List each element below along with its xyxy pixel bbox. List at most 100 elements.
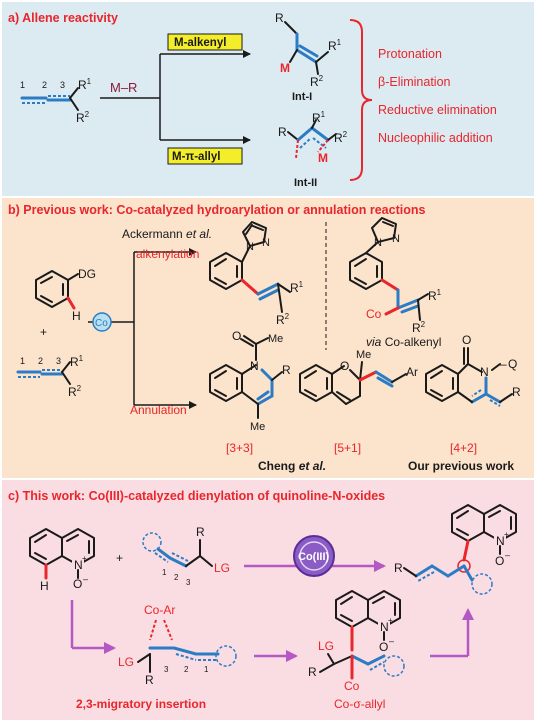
svg-text:N: N bbox=[262, 237, 270, 249]
svg-text:3: 3 bbox=[56, 356, 61, 366]
svg-text:LG: LG bbox=[318, 639, 334, 653]
svg-text:R: R bbox=[394, 561, 403, 575]
svg-text:Q: Q bbox=[508, 357, 517, 371]
svg-text:N: N bbox=[380, 620, 389, 634]
path-top-label: M-alkenyl bbox=[174, 37, 226, 49]
svg-text:O: O bbox=[340, 359, 349, 373]
svg-text:M: M bbox=[280, 61, 290, 75]
svg-text:–: – bbox=[389, 636, 394, 646]
svg-text:3: 3 bbox=[186, 578, 191, 587]
svg-text:R: R bbox=[275, 11, 284, 25]
svg-text:R: R bbox=[308, 665, 317, 679]
int1-label: Int-I bbox=[292, 91, 312, 103]
svg-text:1: 1 bbox=[162, 568, 167, 577]
outcome-brace bbox=[349, 19, 373, 181]
co-catalyst-label: Co bbox=[95, 318, 108, 329]
allene-substrate-c: R LG 1 2 3 bbox=[142, 525, 230, 587]
svg-text:2: 2 bbox=[174, 573, 179, 582]
our-previous-caption: Our previous work bbox=[408, 459, 514, 473]
outcome-nucleophilic-addition: Nucleophilic addition bbox=[378, 131, 493, 145]
allene-structure: 1 2 3 R1 R2 bbox=[20, 77, 92, 125]
co-sigma-allyl-caption: Co-σ-allyl bbox=[334, 697, 385, 711]
co3-catalyst-label: Co(III) bbox=[298, 551, 329, 563]
svg-text:N: N bbox=[392, 233, 400, 245]
outcome-protonation: Protonation bbox=[378, 47, 442, 61]
co-alkenyl-caption: via Co-alkenyl bbox=[366, 335, 441, 349]
svg-text:R: R bbox=[512, 385, 521, 399]
int1-structure: R M R1 R2 Int-I bbox=[275, 11, 342, 103]
dg-arene: DG H bbox=[35, 267, 96, 323]
svg-text:N: N bbox=[74, 558, 83, 572]
allene-locant-2: 2 bbox=[42, 80, 47, 90]
label-3p3: [3+3] bbox=[226, 441, 253, 455]
label-5p1: [5+1] bbox=[334, 441, 361, 455]
allene-b: 1 2 3 R1 R2 bbox=[16, 354, 84, 399]
label-4p2: [4+2] bbox=[450, 441, 477, 455]
h-label: H bbox=[72, 309, 81, 323]
svg-text:R: R bbox=[282, 363, 291, 377]
svg-text:M: M bbox=[318, 151, 328, 165]
ackermann-product: N N R1 R2 bbox=[209, 221, 304, 327]
svg-text:N: N bbox=[374, 237, 382, 249]
panel-b-title: b) Previous work: Co-catalyzed hydroaryl… bbox=[8, 203, 425, 217]
co-ar-label: Co-Ar bbox=[144, 603, 175, 617]
annulation-label: Annulation bbox=[130, 403, 187, 417]
svg-text:+: + bbox=[504, 530, 509, 539]
dg-label: DG bbox=[78, 267, 96, 281]
svg-text:N: N bbox=[250, 359, 259, 373]
svg-text:N: N bbox=[480, 365, 489, 379]
svg-text:Me: Me bbox=[268, 333, 283, 345]
path-bottom-box bbox=[167, 147, 243, 165]
svg-text:Me: Me bbox=[250, 421, 265, 433]
panel-c-bg bbox=[2, 480, 534, 720]
svg-text:LG: LG bbox=[214, 561, 230, 575]
product-5p1: O Me Ar [5+1] bbox=[299, 349, 418, 455]
ackermann-label: Ackermann et al. bbox=[122, 227, 212, 241]
outcome-beta-elimination: β-Elimination bbox=[378, 75, 451, 89]
insertion-caption: 2,3-migratory insertion bbox=[76, 697, 206, 711]
co-catalyst-circle bbox=[92, 312, 112, 332]
svg-text:R: R bbox=[278, 125, 287, 139]
alkenylation-label: alkenylation bbox=[136, 247, 199, 261]
plus-sign: + bbox=[40, 325, 47, 339]
svg-text:Ar: Ar bbox=[406, 365, 418, 379]
svg-text:N: N bbox=[496, 534, 505, 548]
reagent-label: M–R bbox=[110, 80, 137, 95]
product-3p3: N R Me O Me [3+3] bbox=[209, 329, 291, 455]
outcome-reductive-elimination: Reductive elimination bbox=[378, 103, 497, 117]
cheng-caption: Cheng et al. bbox=[258, 459, 326, 473]
svg-text:–: – bbox=[505, 550, 510, 560]
svg-text:–: – bbox=[500, 357, 507, 371]
co-sigma-allyl-intermediate: N + O – LG R Co Co-σ-allyl bbox=[308, 590, 405, 711]
panel-a-title: a) Allene reactivity bbox=[8, 11, 118, 25]
insertion-intermediate: Co-Ar LG R 3 2 1 2,3-migratory insertion bbox=[76, 603, 237, 711]
dienylated-product: N + O – R bbox=[394, 504, 517, 595]
svg-text:H: H bbox=[40, 579, 49, 593]
svg-text:+: + bbox=[82, 554, 87, 563]
svg-text:Co: Co bbox=[366, 307, 382, 321]
svg-text:1: 1 bbox=[20, 356, 25, 366]
svg-text:1: 1 bbox=[204, 665, 209, 674]
svg-text:O: O bbox=[73, 577, 82, 591]
allene-locant-1: 1 bbox=[20, 80, 25, 90]
svg-text:O: O bbox=[232, 329, 241, 343]
svg-text:LG: LG bbox=[118, 655, 134, 669]
svg-text:+: + bbox=[388, 616, 393, 625]
svg-text:Me: Me bbox=[356, 349, 371, 361]
path-bottom-label: M-π-allyl bbox=[172, 151, 220, 163]
svg-text:–: – bbox=[83, 574, 88, 584]
co-alkenyl-structure: N N Co R1 R2 via Co-alkenyl bbox=[349, 217, 442, 349]
svg-text:2: 2 bbox=[38, 356, 43, 366]
svg-text:O: O bbox=[379, 640, 388, 654]
svg-text:R: R bbox=[196, 525, 205, 539]
product-4p2: O N – Q R [4+2] bbox=[425, 333, 521, 455]
svg-text:3: 3 bbox=[164, 665, 169, 674]
svg-text:O: O bbox=[462, 333, 471, 347]
svg-text:+: + bbox=[116, 551, 123, 565]
int2-structure: R1 R R2 M Int-II bbox=[278, 110, 348, 189]
panel-c-title: c) This work: Co(III)-catalyzed dienylat… bbox=[8, 489, 385, 503]
int2-label: Int-II bbox=[294, 177, 317, 189]
svg-text:N: N bbox=[246, 241, 254, 253]
